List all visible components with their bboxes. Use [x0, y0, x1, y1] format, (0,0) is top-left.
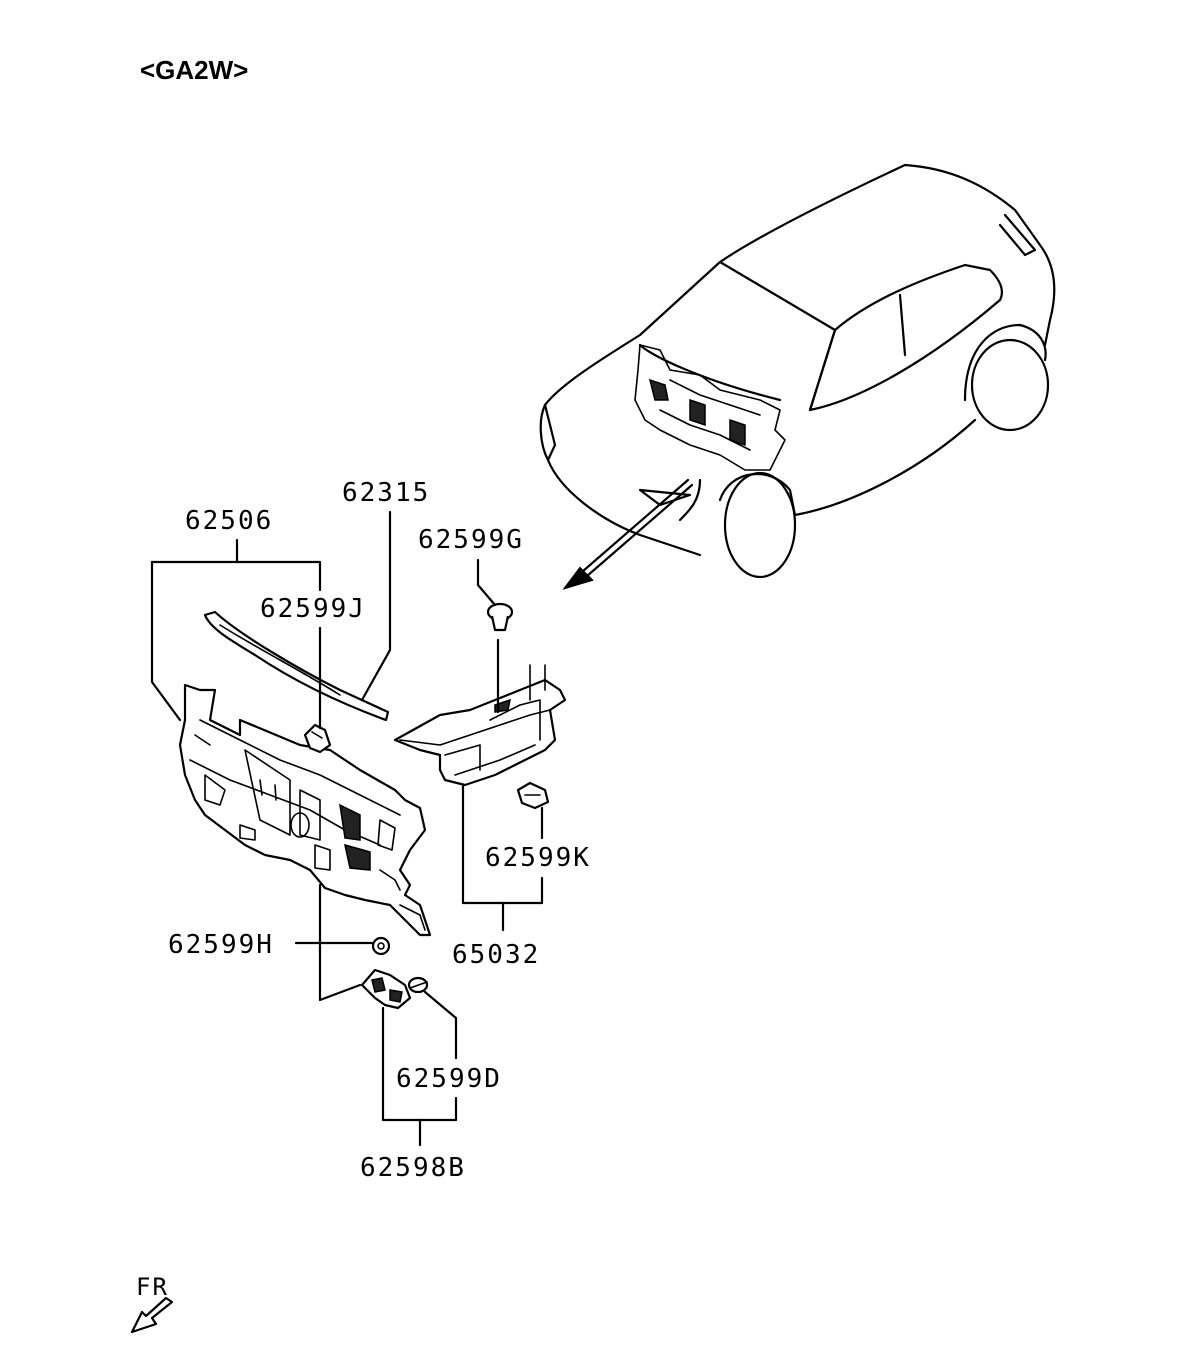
front-arrow-icon — [130, 1296, 174, 1334]
clip-62599J — [303, 723, 332, 754]
vehicle-illustration — [539, 163, 1056, 590]
plug-62599D — [407, 976, 429, 994]
clip-62599K — [516, 781, 550, 810]
bracket-62598B — [360, 968, 412, 1010]
diagram-title: <GA2W> — [140, 55, 249, 85]
part-label-62315: 62315 — [342, 478, 431, 508]
insulator-strip-62315 — [203, 610, 390, 722]
part-label-62599D: 62599D — [396, 1064, 502, 1094]
part-label-62506: 62506 — [185, 506, 274, 536]
part-label-62598B: 62598B — [360, 1153, 466, 1183]
leader-lines — [150, 510, 544, 1147]
dash-panel-62506 — [178, 683, 432, 937]
insulator-65032 — [393, 664, 567, 787]
part-label-65032: 65032 — [452, 940, 541, 970]
part-label-62599K: 62599K — [485, 843, 591, 873]
front-direction-label: FR — [136, 1273, 169, 1301]
part-label-62599J: 62599J — [260, 594, 366, 624]
clip-62599G — [486, 602, 514, 632]
part-label-62599G: 62599G — [418, 525, 524, 555]
part-label-62599H: 62599H — [168, 930, 274, 960]
grommet-62599H — [371, 936, 391, 956]
